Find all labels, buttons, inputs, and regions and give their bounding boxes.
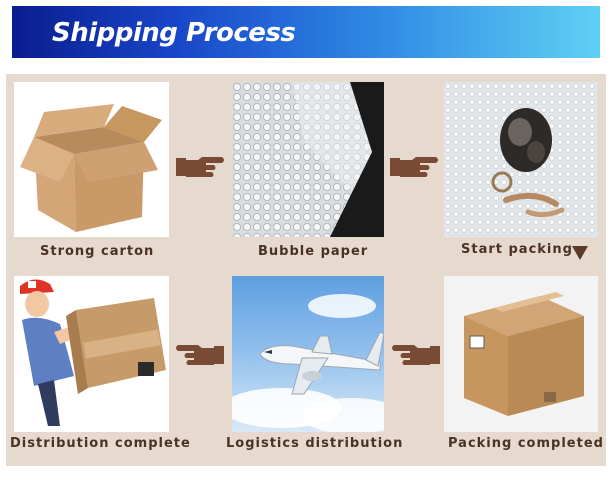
step-label-distribution-complete: Distribution complete: [10, 436, 191, 451]
pointing-hand-icon: [392, 345, 440, 365]
pointing-hand-icon: [176, 345, 224, 365]
page-title: Shipping Process: [52, 18, 296, 48]
title-banner: Shipping Process: [12, 6, 600, 58]
distribution-complete-image: [14, 276, 169, 432]
step-label-bubble-paper: Bubble paper: [258, 244, 369, 259]
header: Shipping Process: [0, 0, 612, 66]
pointing-hand-icon: [390, 157, 438, 177]
step-label-strong-carton: Strong carton: [40, 244, 155, 259]
start-packing-image: [444, 82, 598, 237]
down-triangle-icon: [572, 246, 588, 260]
packing-completed-image: [444, 276, 598, 432]
process-panel: Strong carton Bubble paper: [6, 74, 606, 466]
step-label-logistics-distribution: Logistics distribution: [226, 436, 404, 451]
step-label-packing-completed: Packing completed: [448, 436, 604, 451]
pointing-hand-icon: [176, 157, 224, 177]
strong-carton-image: [14, 82, 169, 237]
step-label-start-packing: Start packing: [461, 242, 573, 257]
logistics-distribution-image: [232, 276, 384, 432]
bubble-paper-image: [232, 82, 384, 237]
